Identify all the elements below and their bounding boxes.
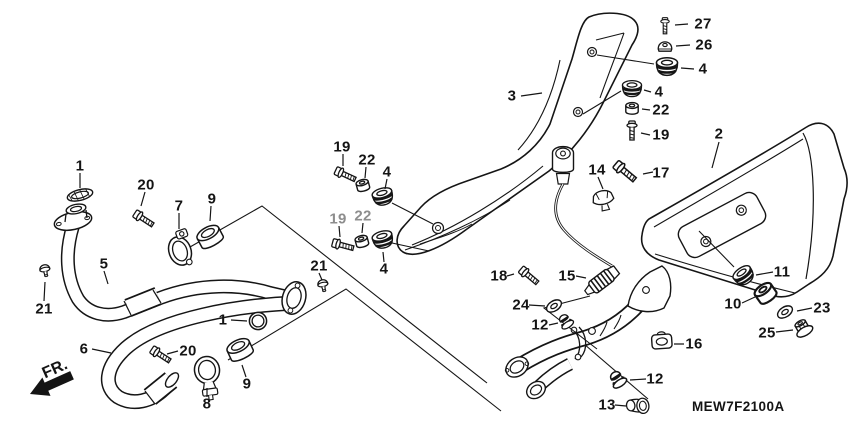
callout-4-b: 4: [654, 83, 664, 101]
part-1-gasket-rear: [248, 311, 268, 331]
part-1-gasket-front: [65, 185, 95, 205]
part-19-bolt-a: [626, 120, 638, 141]
callout-19-a: 19: [652, 126, 670, 144]
diagram-code: MEW7F2100A: [692, 399, 785, 414]
callout-11: 11: [773, 263, 791, 281]
part-26-cap-nut: [657, 41, 673, 52]
part-18-bolt: [516, 264, 542, 288]
part-4-grommet-c: [369, 184, 396, 209]
part-22-collar-b: [354, 177, 372, 194]
part-21-stud-b: [316, 278, 330, 294]
callout-24: 24: [512, 296, 530, 314]
part-14-clamp: [590, 188, 617, 214]
callout-2: 2: [714, 125, 724, 143]
part-19-bolt-b: [332, 165, 358, 185]
callout-19-b: 19: [333, 138, 351, 156]
leader-lines: [43, 23, 813, 407]
callout-5: 5: [99, 255, 109, 273]
callout-19-c: 19: [329, 210, 347, 228]
callout-20-b: 20: [179, 342, 197, 360]
callout-14: 14: [588, 161, 606, 179]
part-4-grommet-b: [621, 79, 643, 98]
part-9-bushing-a: [193, 221, 226, 252]
callout-23: 23: [813, 299, 831, 317]
callout-10: 10: [724, 295, 742, 313]
part-4-grommet-a: [655, 56, 679, 77]
callout-4-a: 4: [698, 60, 708, 78]
part-2-muffler: [640, 122, 848, 298]
part-22-collar-a: [625, 101, 639, 115]
part-3-heat-shield: [396, 12, 639, 256]
part-19-bolt-c: [330, 237, 356, 254]
callout-22-c: 22: [354, 207, 372, 225]
part-13-bolt: [625, 396, 651, 417]
part-23-washer: [774, 302, 796, 322]
collector-assembly: [281, 265, 672, 400]
part-7-clamp: [162, 227, 199, 271]
callout-15: 15: [558, 267, 576, 285]
callout-8: 8: [202, 395, 212, 413]
fr-arrow-glyph: [30, 371, 74, 396]
callout-1-b: 1: [218, 311, 228, 329]
callout-17: 17: [652, 164, 670, 182]
callout-4-d: 4: [379, 260, 389, 278]
callout-6: 6: [79, 340, 89, 358]
part-6-rear-pipe: [100, 295, 298, 410]
callout-22-a: 22: [652, 101, 670, 119]
callout-26: 26: [695, 36, 713, 54]
callout-25: 25: [758, 324, 776, 342]
part-20-bolt-b: [148, 344, 174, 366]
shield-mount-lines: [391, 54, 655, 252]
callout-16: 16: [685, 335, 703, 353]
part-25-nut: [790, 316, 816, 341]
fr-arrow: FR.: [30, 356, 74, 396]
part-17-bolt: [611, 158, 640, 185]
callout-4-c: 4: [382, 163, 392, 181]
callout-7: 7: [174, 197, 184, 215]
callout-18: 18: [490, 267, 508, 285]
part-4-grommet-d: [369, 227, 396, 252]
part-5-front-pipe: [53, 203, 285, 322]
callout-9-a: 9: [207, 190, 217, 208]
part-15-o2-sensor: [581, 263, 622, 300]
callout-9-b: 9: [242, 375, 252, 393]
part-22-collar-c: [353, 233, 371, 250]
callout-3: 3: [507, 87, 517, 105]
part-8-clamp: [191, 354, 225, 403]
callout-12-b: 12: [646, 370, 664, 388]
callout-27: 27: [694, 15, 712, 33]
callout-22-b: 22: [358, 151, 376, 169]
callout-21-b: 21: [310, 257, 328, 275]
part-20-bolt-a: [131, 208, 157, 230]
callout-13: 13: [598, 396, 616, 414]
part-24-washer: [543, 296, 565, 316]
callout-1-a: 1: [75, 157, 85, 175]
callout-20-a: 20: [137, 176, 155, 194]
part-27-bolt: [660, 17, 670, 35]
callout-12-a: 12: [531, 316, 549, 334]
callout-21-a: 21: [35, 300, 53, 318]
part-16-nut: [650, 330, 673, 350]
part-21-stud-a: [38, 263, 52, 279]
oxygen-sensor-assembly: [542, 145, 622, 350]
part-12-stud-b: [605, 367, 630, 392]
o2-connector: [551, 145, 575, 185]
